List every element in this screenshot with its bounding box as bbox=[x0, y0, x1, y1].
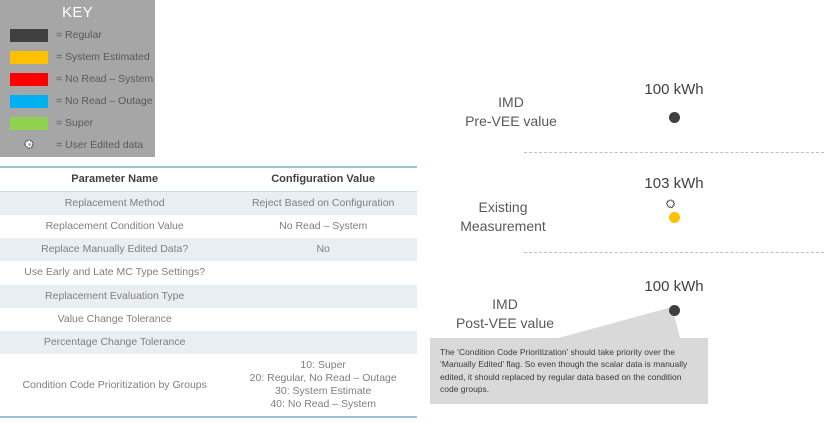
table-row: Condition Code Prioritization by Groups … bbox=[0, 354, 417, 418]
stage-label-existing-measurement: Existing Measurement bbox=[460, 199, 546, 234]
cell-configuration-value bbox=[229, 261, 417, 284]
color-swatch-regular-icon bbox=[10, 28, 48, 42]
key-item-label: = No Read – System bbox=[56, 73, 154, 85]
cell-configuration-value bbox=[229, 330, 417, 354]
cell-parameter-name: Replacement Evaluation Type bbox=[0, 284, 230, 308]
callout-pointer-icon bbox=[540, 307, 680, 343]
configuration-parameter-table: Parameter Name Configuration Value Repla… bbox=[0, 166, 417, 419]
vee-flow-diagram: IMD Pre-VEE value 100 kWh Existing Measu… bbox=[420, 0, 824, 423]
cell-parameter-name: Condition Code Prioritization by Groups bbox=[22, 378, 207, 391]
cell-configuration-value: No bbox=[229, 238, 417, 262]
cell-parameter-name: Replacement Method bbox=[0, 191, 230, 216]
key-item-no-read-outage: = No Read – Outage bbox=[0, 90, 155, 112]
cell-parameter-name: Percentage Change Tolerance bbox=[0, 330, 230, 354]
table-row: Replacement Evaluation Type bbox=[0, 284, 417, 308]
key-item-label: = Regular bbox=[56, 29, 102, 41]
callout-note-text: The ‘Condition Code Prioritization’ shou… bbox=[440, 347, 688, 394]
data-point-marker-post-vee bbox=[669, 305, 680, 316]
data-point-marker-pre-vee bbox=[669, 112, 680, 123]
cell-parameter-name: Use Early and Late MC Type Settings? bbox=[24, 266, 206, 279]
key-title: KEY bbox=[62, 4, 93, 21]
stage-label-pre-vee: IMD Pre-VEE value bbox=[465, 94, 557, 129]
cell-configuration-value: 10: Super 20: Regular, No Read – Outage … bbox=[249, 358, 397, 411]
gear-icon bbox=[665, 198, 677, 210]
table-header-row: Parameter Name Configuration Value bbox=[0, 167, 417, 192]
table-row: Percentage Change Tolerance bbox=[0, 330, 417, 354]
key-legend-panel: KEY = Regular = System Estimated = No Re… bbox=[0, 0, 155, 157]
stage-value-existing-measurement: 103 kWh bbox=[644, 175, 704, 192]
key-item-user-edited: = User Edited data bbox=[0, 134, 155, 156]
table-body: Replacement Method Reject Based on Confi… bbox=[0, 191, 417, 418]
key-item-system-estimated: = System Estimated bbox=[0, 46, 155, 68]
column-header-configuration-value: Configuration Value bbox=[229, 167, 417, 192]
column-header-parameter-name: Parameter Name bbox=[0, 167, 230, 192]
key-item-label: = System Estimated bbox=[56, 51, 150, 63]
table-header: Parameter Name Configuration Value bbox=[0, 167, 417, 192]
cell-configuration-value: No Read – System bbox=[279, 220, 368, 233]
table-row: Replacement Method Reject Based on Confi… bbox=[0, 191, 417, 216]
data-point-marker-existing-measurement bbox=[669, 212, 680, 223]
table-row: Replacement Condition Value No Read – Sy… bbox=[0, 215, 417, 238]
color-swatch-no-read-system-icon bbox=[10, 72, 48, 86]
divider-line-2 bbox=[524, 252, 824, 253]
table-row: Value Change Tolerance bbox=[0, 308, 417, 331]
key-item-super: = Super bbox=[0, 112, 155, 134]
color-swatch-system-estimated-icon bbox=[10, 50, 48, 64]
table-row: Replace Manually Edited Data? No bbox=[0, 238, 417, 262]
key-item-no-read-system: = No Read – System bbox=[0, 68, 155, 90]
callout-note: The ‘Condition Code Prioritization’ shou… bbox=[430, 338, 708, 405]
cell-configuration-value: Reject Based on Configuration bbox=[229, 191, 417, 216]
cell-parameter-name: Value Change Tolerance bbox=[57, 312, 172, 325]
cell-configuration-value bbox=[229, 308, 417, 331]
key-item-regular: = Regular bbox=[0, 24, 155, 46]
key-item-label: = Super bbox=[56, 117, 94, 129]
color-swatch-super-icon bbox=[10, 116, 48, 130]
key-item-list: = Regular = System Estimated = No Read –… bbox=[0, 24, 155, 156]
divider-line-1 bbox=[524, 152, 824, 153]
cell-parameter-name: Replacement Condition Value bbox=[45, 220, 184, 233]
stage-label-post-vee: IMD Post-VEE value bbox=[455, 296, 555, 331]
key-item-label: = User Edited data bbox=[56, 139, 144, 151]
cell-configuration-value bbox=[229, 284, 417, 308]
stage-value-pre-vee: 100 kWh bbox=[644, 81, 704, 98]
stage-value-post-vee: 100 kWh bbox=[644, 278, 704, 295]
gear-icon bbox=[10, 139, 48, 152]
key-item-label: = No Read – Outage bbox=[56, 95, 153, 107]
table-row: Use Early and Late MC Type Settings? bbox=[0, 261, 417, 284]
cell-parameter-name: Replace Manually Edited Data? bbox=[0, 238, 230, 262]
color-swatch-no-read-outage-icon bbox=[10, 94, 48, 108]
